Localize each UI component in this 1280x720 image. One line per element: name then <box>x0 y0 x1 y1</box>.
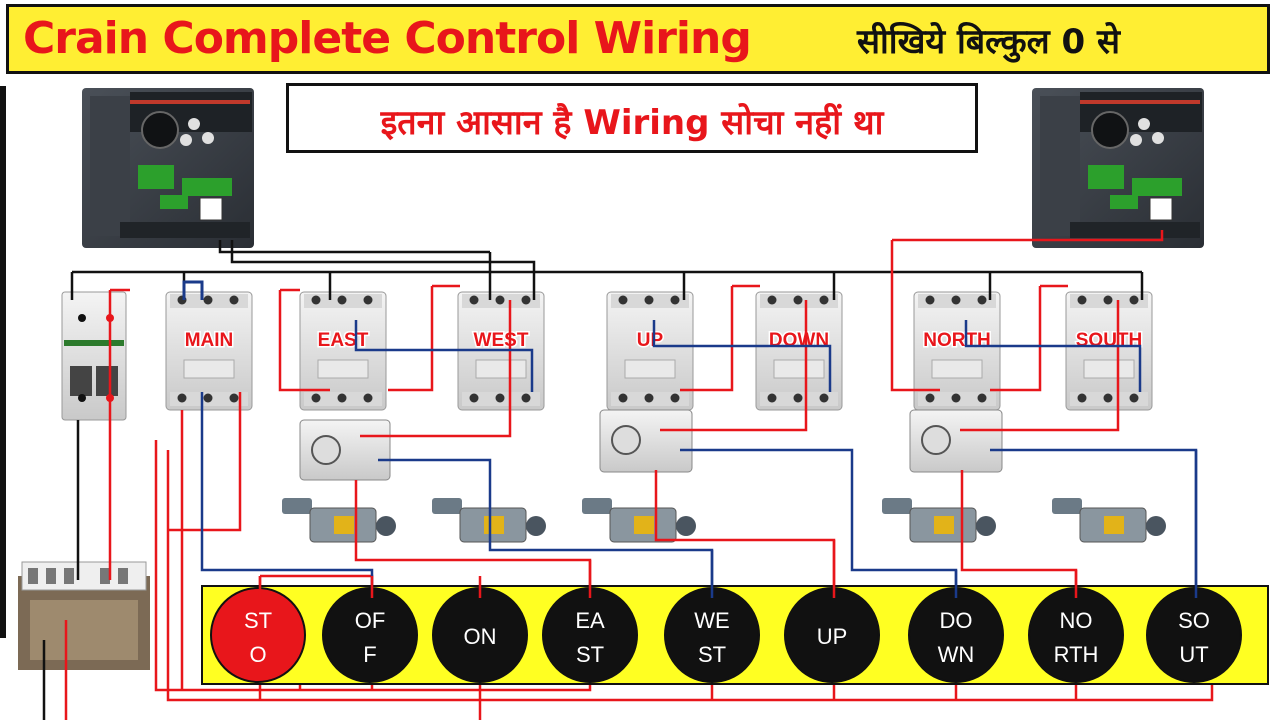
pushbutton-off[interactable]: OF F <box>322 587 418 683</box>
subtitle-box: इतना आसान है Wiring सोचा नहीं था <box>286 83 978 153</box>
pushbutton-sout[interactable]: SO UT <box>1146 587 1242 683</box>
limit-switch-group <box>282 498 1166 543</box>
contactor-label: NORTH <box>923 330 991 351</box>
pushbutton-label-line2: O <box>249 642 266 667</box>
pushbutton-label-line2: F <box>363 642 376 667</box>
pushbutton-label-line1: EA <box>575 608 605 633</box>
pushbutton-label-line2: RTH <box>1054 642 1099 667</box>
title-bar: Crain Complete Control Wiring सीखिये बिल… <box>6 4 1270 74</box>
limit-switch <box>1052 498 1166 543</box>
contactor-down: DOWN <box>755 291 843 411</box>
contactor-label: UP <box>637 330 664 351</box>
mcb-breaker <box>61 291 127 421</box>
pushbutton-north[interactable]: NO RTH <box>1028 587 1124 683</box>
limit-switch <box>282 498 396 543</box>
pushbutton-label-line2: ST <box>698 642 726 667</box>
contactor-label: WEST <box>474 330 529 351</box>
control-transformer <box>18 561 150 670</box>
pushbutton-label-line2: UT <box>1179 642 1208 667</box>
overload-relay-north <box>909 409 1003 473</box>
contactor-label: MAIN <box>185 330 234 351</box>
title-hindi: सीखिये बिल्कुल 0 से <box>857 22 1120 62</box>
contactor-group: MAIN EAST WEST UP DOWN NORTH SOUTH <box>165 291 1153 411</box>
contactor-label: EAST <box>318 330 369 351</box>
pushbutton-label-line1: UP <box>817 624 848 649</box>
pushbutton-label-line1: DO <box>940 608 973 633</box>
pushbutton-label-line2: WN <box>938 642 975 667</box>
pushbutton-label-line1: OF <box>355 608 386 633</box>
pushbutton-sto[interactable]: ST O <box>210 587 306 683</box>
overload-relay-up <box>599 409 693 473</box>
pushbutton-up[interactable]: UP <box>784 587 880 683</box>
limit-switch <box>882 498 996 543</box>
overload-relay-east <box>299 419 391 481</box>
pushbutton-group: ST O OF F ON EA ST WE ST UP DO WN NO RTH SO UT <box>210 587 1242 683</box>
contactor-label: SOUTH <box>1076 330 1143 351</box>
pushbutton-west[interactable]: WE ST <box>664 587 760 683</box>
subtitle: इतना आसान है Wiring सोचा नहीं था <box>380 103 884 143</box>
pushbutton-label-line1: NO <box>1060 608 1093 633</box>
vfd-drive-left <box>82 88 254 248</box>
pushbutton-label-line1: WE <box>694 608 729 633</box>
pushbutton-down[interactable]: DO WN <box>908 587 1004 683</box>
pushbutton-label-line1: ST <box>244 608 272 633</box>
pushbutton-east[interactable]: EA ST <box>542 587 638 683</box>
pushbutton-on[interactable]: ON <box>432 587 528 683</box>
pushbutton-label-line2: ST <box>576 642 604 667</box>
limit-switch <box>432 498 546 543</box>
contactor-label: DOWN <box>769 330 829 351</box>
contactor-main: MAIN <box>165 291 253 411</box>
pushbutton-label-line1: ON <box>464 624 497 649</box>
limit-switch <box>582 498 696 543</box>
panel-wires <box>258 450 1198 598</box>
left-edge-strip <box>0 86 6 638</box>
pushbutton-label-line1: SO <box>1178 608 1210 633</box>
vfd-drive-right <box>1032 88 1204 248</box>
contactor-up: UP <box>606 291 694 411</box>
contactor-south: SOUTH <box>1065 291 1153 411</box>
title-english: Crain Complete Control Wiring <box>23 13 752 64</box>
contactor-north: NORTH <box>913 291 1001 411</box>
